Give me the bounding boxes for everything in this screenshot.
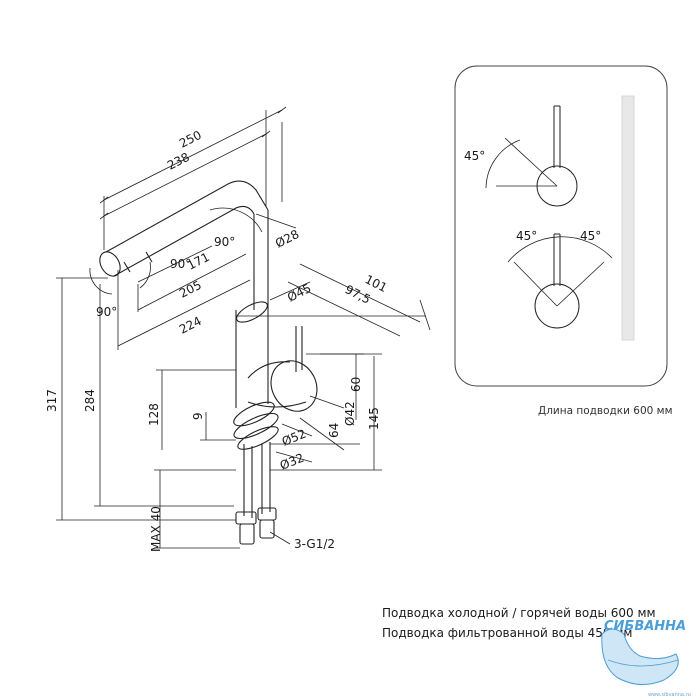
logo-brand: СИБВАННА bbox=[604, 619, 686, 634]
sibvanna-logo: СИБВАННА www.sibvanna.ru bbox=[601, 619, 691, 698]
dim-9: 9 bbox=[191, 412, 205, 420]
note-line-2: Подводка фильтрованной воды 450 мм bbox=[382, 626, 632, 640]
dim-317: 317 bbox=[45, 389, 59, 412]
dim-60: 60 bbox=[349, 377, 363, 392]
angle-left-label: 45° bbox=[516, 229, 537, 243]
angle-arcs bbox=[89, 207, 263, 295]
angle-top-label: 45° bbox=[464, 149, 485, 163]
dim-90-top: 90° bbox=[214, 235, 235, 249]
dim-d28: Ø28 bbox=[273, 227, 301, 251]
angle-right-label: 45° bbox=[580, 229, 601, 243]
dim-205: 205 bbox=[177, 278, 204, 301]
dim-90-left: 90° bbox=[96, 305, 117, 319]
dim-90-mid: 90° bbox=[170, 257, 191, 271]
dim-238: 238 bbox=[165, 150, 192, 173]
dim-d52: Ø52 bbox=[280, 427, 308, 449]
thread-label: 3-G1/2 bbox=[294, 537, 335, 551]
dim-250: 250 bbox=[177, 128, 204, 151]
logo-url: www.sibvanna.ru bbox=[648, 692, 691, 698]
panel-caption: Длина подводки 600 мм bbox=[538, 405, 673, 417]
dim-d45: Ø45 bbox=[285, 281, 313, 305]
handle-panel: 45° 45° 45° bbox=[454, 65, 668, 387]
dim-128: 128 bbox=[147, 403, 161, 426]
dim-145: 145 bbox=[367, 407, 381, 430]
dim-284: 284 bbox=[83, 389, 97, 412]
note-line-1: Подводка холодной / горячей воды 600 мм bbox=[382, 606, 656, 620]
dim-171: 171 bbox=[185, 250, 212, 273]
faucet-outline bbox=[99, 180, 318, 545]
dim-d42: Ø42 bbox=[343, 401, 357, 426]
dim-64: 64 bbox=[327, 423, 341, 438]
dim-max-40: MAX 40 bbox=[149, 506, 163, 552]
dim-224: 224 bbox=[177, 314, 204, 337]
dimension-lines bbox=[56, 106, 431, 549]
